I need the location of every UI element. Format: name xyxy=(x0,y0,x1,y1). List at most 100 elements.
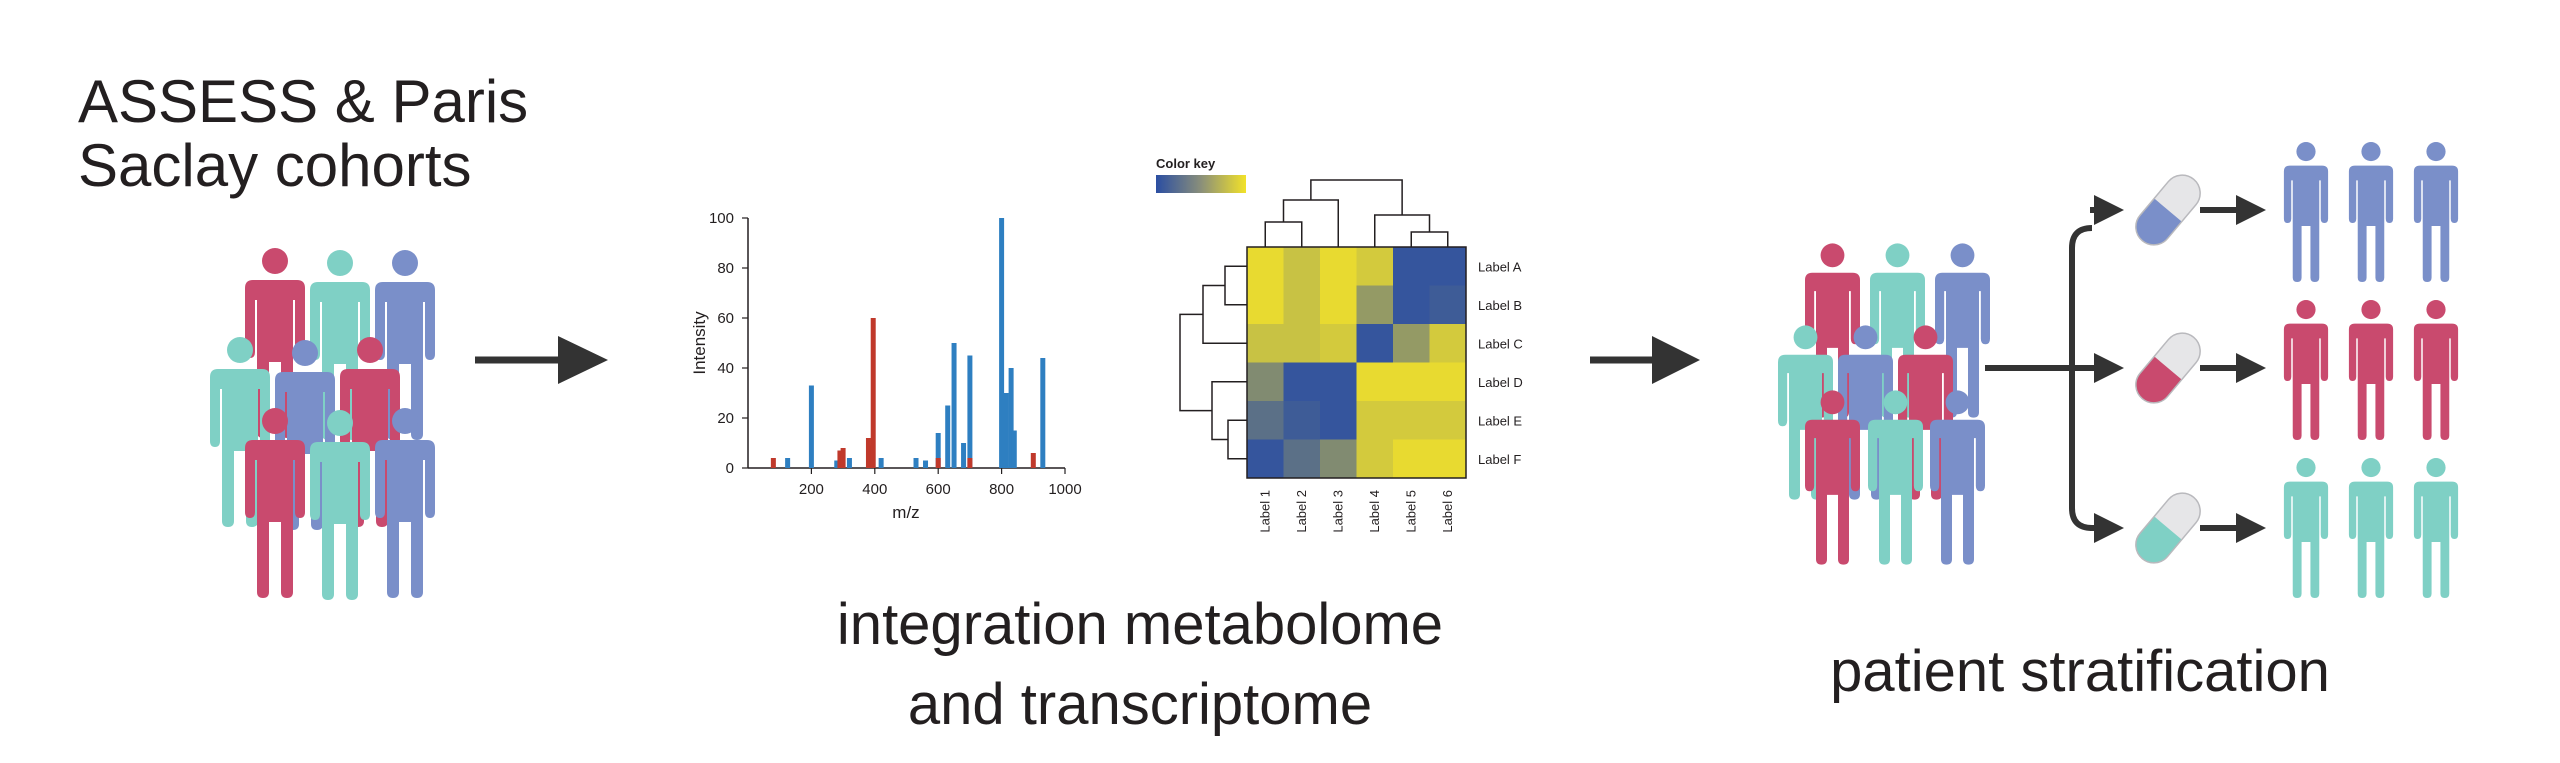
heatmap-cell xyxy=(1356,285,1394,325)
heatmap-cell xyxy=(1320,439,1357,479)
patient-icon xyxy=(2413,458,2459,598)
heatmap-column-label: Label 4 xyxy=(1367,490,1382,533)
spectrum-bar xyxy=(999,218,1005,468)
integration-title-line1: integration metabolome xyxy=(836,592,1444,657)
heatmap-column-label: Label 2 xyxy=(1294,490,1309,533)
y-tick-label: 20 xyxy=(717,410,734,427)
heatmap-cell xyxy=(1429,324,1467,363)
y-axis-label: Intensity xyxy=(690,311,709,375)
person-icon xyxy=(1935,243,1990,418)
spectrum-bar xyxy=(1040,358,1046,468)
heatmap-cell xyxy=(1283,362,1321,402)
x-tick-label: 600 xyxy=(926,481,951,498)
heatmap-cell xyxy=(1247,362,1284,402)
spectrum-bar xyxy=(935,458,941,468)
spectrum-bar xyxy=(951,343,957,468)
stratification-title: patient stratification xyxy=(1830,639,2330,704)
cohort-title: ASSESS & Paris Saclay cohorts xyxy=(78,70,528,198)
spectrum-bar xyxy=(846,458,852,468)
heatmap-column-label: Label 3 xyxy=(1330,490,1345,533)
patient-icon xyxy=(2413,142,2459,282)
heatmap-cell xyxy=(1356,324,1394,363)
column-dendrogram xyxy=(1264,179,1449,247)
cohort-title-line2: Saclay cohorts xyxy=(78,132,472,199)
heatmap-cell xyxy=(1393,247,1430,286)
heatmap-cell xyxy=(1429,285,1467,325)
spectrum-bar xyxy=(870,318,876,468)
heatmap-cell xyxy=(1320,285,1357,325)
spectrum-bar xyxy=(945,405,951,468)
heatmap-cell xyxy=(1356,362,1394,402)
spectrum-bar xyxy=(935,433,941,468)
pill-icon xyxy=(2128,325,2208,411)
row-dendrogram xyxy=(1179,265,1247,460)
color-key-title: Color key xyxy=(1156,156,1216,171)
x-tick-label: 200 xyxy=(799,481,824,498)
heatmap-row-label: Label D xyxy=(1478,375,1523,390)
heatmap-cell xyxy=(1393,401,1430,440)
heatmap-cell xyxy=(1429,247,1467,286)
x-axis-label: m/z xyxy=(892,503,919,522)
x-tick-label: 400 xyxy=(862,481,887,498)
heatmap-cell xyxy=(1393,285,1430,325)
cohort-crowd xyxy=(210,248,435,600)
heatmap-row-label: Label A xyxy=(1478,259,1522,274)
patient-icon xyxy=(2348,300,2394,440)
y-tick-label: 60 xyxy=(717,310,734,327)
pill-icon xyxy=(2128,485,2208,571)
heatmap-cell xyxy=(1393,439,1430,479)
patient-icon xyxy=(2283,458,2329,598)
y-tick-label: 100 xyxy=(709,210,734,227)
heatmap-cell xyxy=(1393,362,1430,402)
y-tick-label: 0 xyxy=(726,460,734,477)
heatmap-chart: Color key Label A Label B Label C Label D La… xyxy=(1156,156,1523,533)
heatmap-cell xyxy=(1283,324,1321,363)
spectrum-bar xyxy=(961,443,967,468)
heatmap-cell xyxy=(1283,401,1321,440)
heatmap-cell xyxy=(1283,247,1321,286)
cohort-title-line1: ASSESS & Paris xyxy=(78,68,529,135)
heatmap-cell xyxy=(1283,285,1321,325)
patient-icon xyxy=(2348,458,2394,598)
stratification-branches xyxy=(1985,195,2266,543)
heatmap-column-label: Label 5 xyxy=(1403,490,1418,533)
patient-icon xyxy=(2283,300,2329,440)
patient-icon xyxy=(2348,142,2394,282)
color-key-bar xyxy=(1156,175,1246,193)
y-tick-label: 40 xyxy=(717,360,734,377)
heatmap-cell xyxy=(1320,247,1357,286)
spectrum-bar xyxy=(808,385,814,468)
heatmap-column-label: Label 6 xyxy=(1440,490,1455,533)
heatmap-cell xyxy=(1247,439,1284,479)
heatmap-cell xyxy=(1247,247,1284,286)
spectrum-bar xyxy=(1003,393,1009,468)
heatmap-cell xyxy=(1283,439,1321,479)
heatmap-row-label: Label B xyxy=(1478,298,1522,313)
spectrum-bar xyxy=(967,355,973,468)
spectrum-bar xyxy=(1030,453,1036,468)
spectrum-bar xyxy=(785,458,791,468)
heatmap-cell xyxy=(1320,401,1357,440)
patient-icon xyxy=(2413,300,2459,440)
spectrum-bar xyxy=(878,458,884,468)
spectrum-bar xyxy=(834,460,840,468)
x-tick-label: 800 xyxy=(989,481,1014,498)
patient-crowd xyxy=(1778,243,1990,565)
spectrum-bar xyxy=(840,448,846,468)
heatmap-cell xyxy=(1356,247,1394,286)
heatmap-cell xyxy=(1320,362,1357,402)
heatmap-cell xyxy=(1429,439,1467,479)
heatmap-cell xyxy=(1320,324,1357,363)
heatmap-cell xyxy=(1429,362,1467,402)
treatment-pills xyxy=(2128,167,2208,571)
heatmap-column-label: Label 1 xyxy=(1257,490,1272,533)
pill-icon xyxy=(2128,167,2208,253)
y-tick-label: 80 xyxy=(717,260,734,277)
patient-groups xyxy=(2283,142,2459,598)
heatmap-row-label: Label C xyxy=(1478,336,1523,351)
spectrum-bar xyxy=(865,438,871,468)
spectrum-bar xyxy=(967,458,973,468)
heatmap-cell xyxy=(1247,401,1284,440)
flow-arrow-1 xyxy=(475,336,608,384)
